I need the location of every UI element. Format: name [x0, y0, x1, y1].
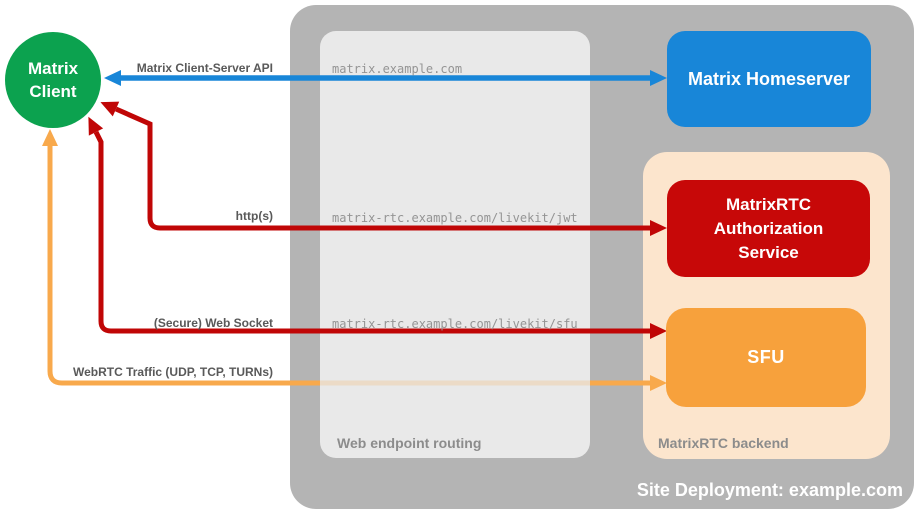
websocket-label: (Secure) Web Socket — [153, 316, 273, 330]
client-server-api-label: Matrix Client-Server API — [136, 61, 273, 75]
webrtc-arrow-client-segment — [42, 129, 320, 386]
matrixrtc-backend-label: MatrixRTC backend — [658, 435, 789, 451]
matrix-client-node: Matrix Client — [5, 32, 101, 128]
matrixrtc-auth-service-node: MatrixRTC Authorization Service — [667, 180, 870, 277]
site-deployment-title: Site Deployment: example.com — [636, 480, 903, 500]
web-endpoint-routing-group — [320, 31, 590, 458]
web-endpoint-routing-label: Web endpoint routing — [337, 435, 482, 451]
endpoint-livekit-sfu: matrix-rtc.example.com/livekit/sfu — [332, 317, 578, 331]
webrtc-label: WebRTC Traffic (UDP, TCP, TURNs) — [72, 365, 273, 379]
sfu-node: SFU — [666, 308, 866, 407]
https-label: http(s) — [235, 209, 273, 223]
endpoint-matrix: matrix.example.com — [332, 62, 463, 76]
endpoint-livekit-jwt: matrix-rtc.example.com/livekit/jwt — [332, 211, 578, 225]
matrix-homeserver-node: Matrix Homeserver — [667, 31, 871, 127]
